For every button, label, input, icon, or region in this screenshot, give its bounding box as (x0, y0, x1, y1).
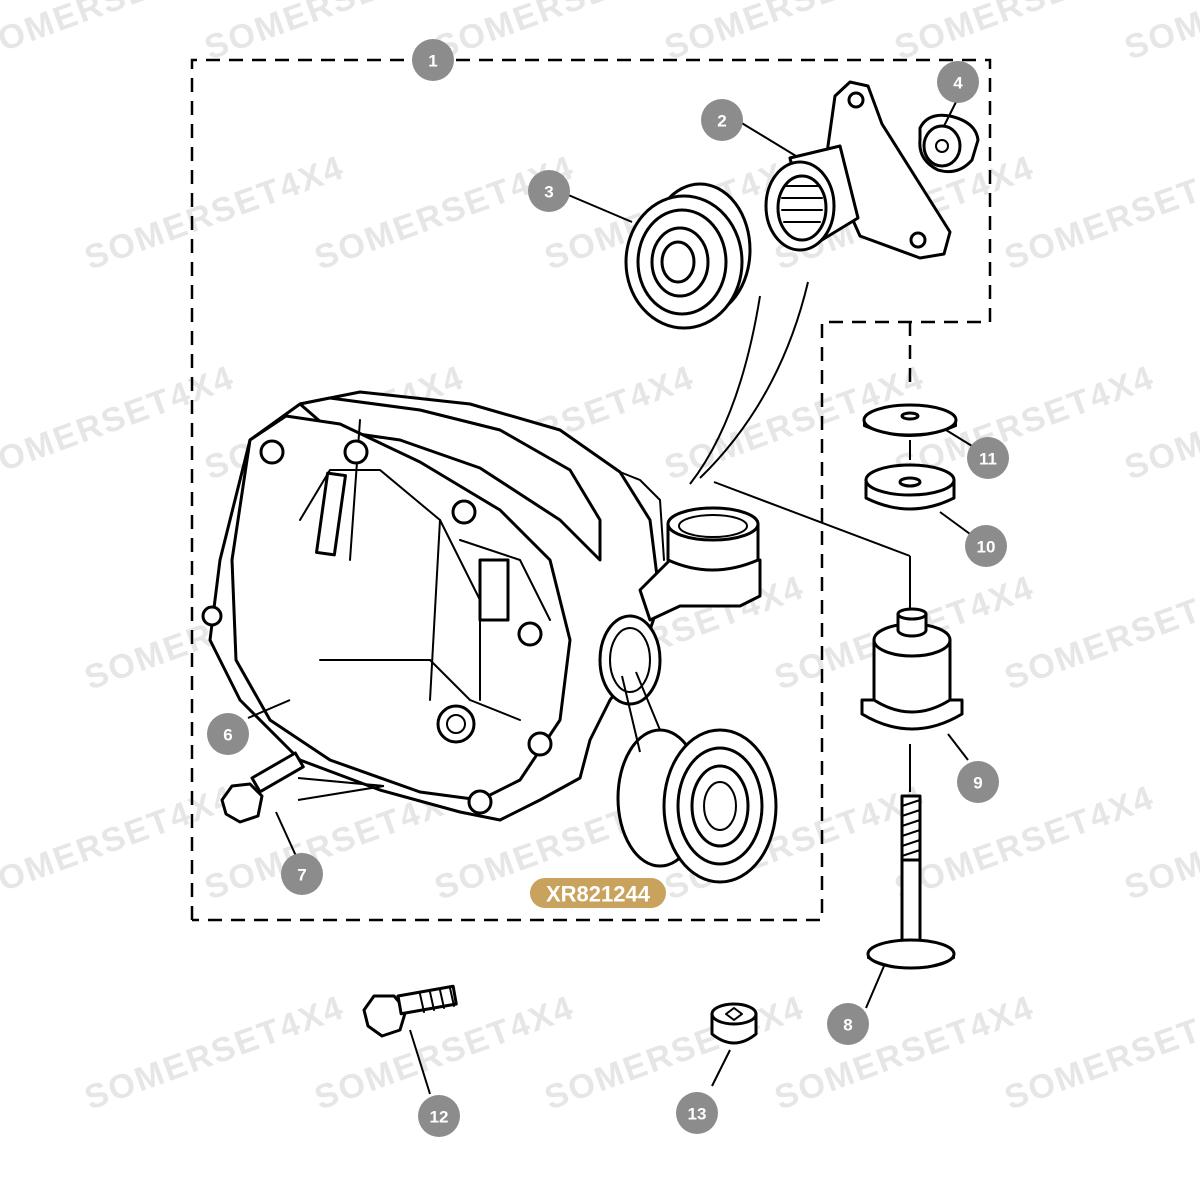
watermark-text: SOMERSET4X4 (0, 358, 240, 487)
watermark-text: SOMERSET4X4 (890, 0, 1160, 68)
reference-code-badge: XR821244 (530, 878, 666, 908)
svg-text:6: 6 (223, 726, 232, 745)
reference-code: XR821244 (546, 882, 651, 907)
callout-6[interactable]: 6 (207, 713, 249, 755)
svg-text:4: 4 (953, 74, 963, 93)
bolt-7[interactable] (220, 751, 305, 824)
callout-11[interactable]: 11 (967, 437, 1009, 479)
assembly-boundary (190, 58, 992, 922)
rubber-bush-upper[interactable] (864, 463, 956, 511)
callout-10[interactable]: 10 (965, 525, 1007, 567)
svg-text:2: 2 (717, 112, 726, 131)
oil-seal-lower[interactable] (616, 728, 778, 884)
callout-8[interactable]: 8 (827, 1003, 869, 1045)
watermark-text: SOMERSET4X4 (540, 988, 810, 1117)
svg-text:3: 3 (544, 183, 553, 202)
svg-text:1: 1 (428, 52, 437, 71)
watermark-text: SOMERSET4X4 (80, 148, 350, 277)
housing-mount-arm (638, 506, 762, 622)
svg-text:10: 10 (977, 538, 996, 557)
callout-2[interactable]: 2 (701, 99, 743, 141)
watermark-text: SOMERSET4X4 (1120, 0, 1200, 68)
callout-13[interactable]: 13 (676, 1092, 718, 1134)
callout-9[interactable]: 9 (957, 761, 999, 803)
callout-1[interactable]: 1 (412, 39, 454, 81)
mounting-bush[interactable] (860, 607, 964, 731)
callout-4[interactable]: 4 (937, 61, 979, 103)
oil-seal[interactable] (624, 182, 752, 330)
callout-12[interactable]: 12 (418, 1095, 460, 1137)
watermark-text: SOMERSET4X4 (770, 988, 1040, 1117)
bolt-12[interactable] (362, 984, 458, 1038)
svg-text:12: 12 (430, 1108, 449, 1127)
svg-text:9: 9 (973, 774, 982, 793)
watermark-text: SOMERSET4X4 (890, 778, 1160, 907)
differential-housing[interactable] (201, 390, 665, 822)
svg-text:8: 8 (843, 1016, 852, 1035)
flange-nut[interactable] (918, 113, 980, 174)
watermark-text: SOMERSET4X4 (430, 0, 700, 68)
callout-3[interactable]: 3 (528, 170, 570, 212)
watermark-text: SOMERSET4X4 (310, 148, 580, 277)
drive-flange[interactable] (764, 80, 952, 260)
svg-text:7: 7 (297, 866, 306, 885)
svg-text:11: 11 (979, 450, 997, 469)
callout-7[interactable]: 7 (281, 853, 323, 895)
plug[interactable] (710, 1002, 758, 1045)
mounting-bolt[interactable] (866, 794, 956, 970)
watermark-text: SOMERSET4X4 (80, 988, 350, 1117)
svg-text:13: 13 (688, 1105, 707, 1124)
watermark-text: SOMERSET4X4 (660, 0, 930, 68)
watermark-text: SOMERSET4X4 (0, 778, 240, 907)
washer[interactable] (862, 403, 958, 437)
